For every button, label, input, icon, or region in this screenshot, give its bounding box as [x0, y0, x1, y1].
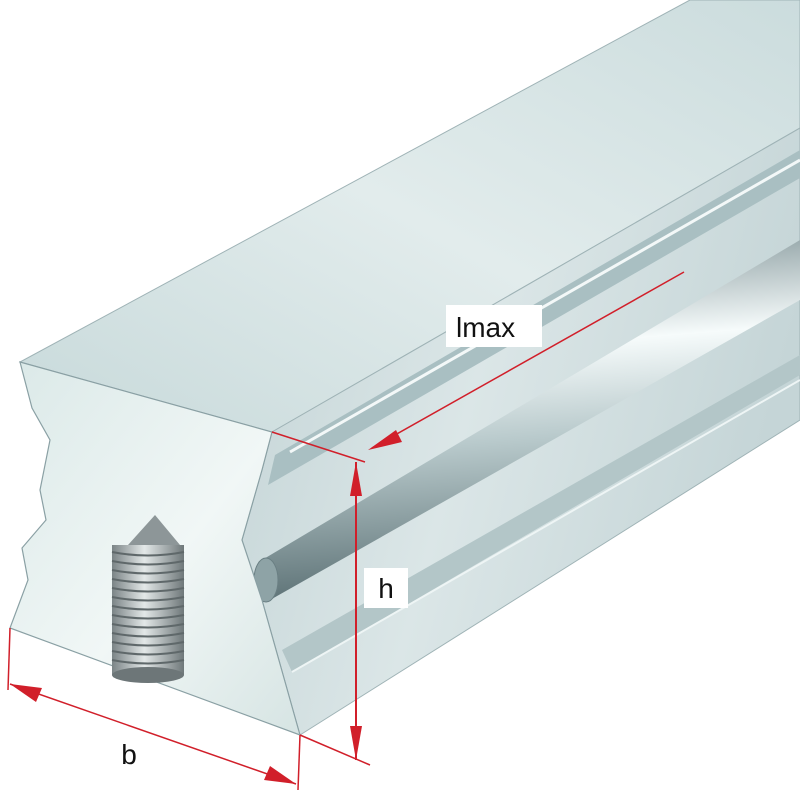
- height-label-box: h: [364, 568, 408, 608]
- thread-ridge: [111, 605, 185, 611]
- thread-ridge: [111, 596, 185, 602]
- width-dimension: [7, 627, 301, 791]
- thread-ridge: [111, 560, 185, 566]
- thread-ridge: [111, 650, 185, 656]
- lower-step-highlight: [291, 379, 800, 673]
- thread-ridge: [111, 623, 185, 629]
- length-dimension: [368, 271, 685, 450]
- threaded-stud: [111, 515, 185, 683]
- stud-threads: [111, 551, 185, 665]
- length-symbol: l: [456, 312, 462, 343]
- thread-ridge: [111, 614, 185, 620]
- width-label: b: [121, 739, 137, 770]
- length-subscript: max: [462, 312, 515, 343]
- height-dimension: [271, 431, 371, 766]
- thread-ridge: [111, 641, 185, 647]
- length-label-box: lmax: [446, 305, 542, 347]
- thread-ridge: [111, 578, 185, 584]
- raceway-rod: [262, 240, 800, 600]
- upper-groove-highlight: [289, 158, 800, 454]
- width-label-box: b: [112, 735, 146, 773]
- thread-ridge: [111, 632, 185, 638]
- length-label: lmax: [456, 312, 515, 343]
- lower-step: [282, 355, 800, 672]
- thread-ridge: [111, 569, 185, 575]
- height-label: h: [378, 573, 394, 604]
- thread-ridge: [111, 659, 185, 665]
- thread-ridge: [111, 551, 185, 557]
- thread-ridge: [111, 587, 185, 593]
